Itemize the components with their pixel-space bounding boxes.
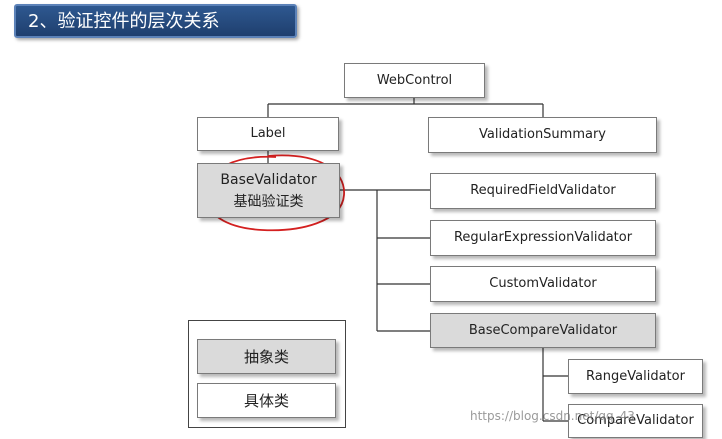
- node-comparevalidator: CompareValidator: [568, 404, 703, 438]
- node-validationsummary: ValidationSummary: [428, 117, 657, 153]
- page-title: 2、验证控件的层次关系: [28, 11, 220, 32]
- watermark-url: https://blog.csdn.net/qq_43: [470, 409, 635, 423]
- legend-abstract-class: 抽象类: [197, 339, 336, 374]
- title-bar: 2、验证控件的层次关系: [14, 4, 297, 38]
- node-basevalidator: BaseValidator 基础验证类: [197, 163, 340, 218]
- legend-concrete-class: 具体类: [197, 383, 336, 418]
- basevalidator-cn-label: 基础验证类: [233, 193, 304, 210]
- node-webcontrol: WebControl: [344, 63, 485, 98]
- node-regularexpressionvalidator: RegularExpressionValidator: [430, 220, 656, 256]
- node-label: Label: [197, 117, 339, 151]
- node-requiredfieldvalidator: RequiredFieldValidator: [430, 173, 656, 209]
- basevalidator-name: BaseValidator: [220, 171, 317, 188]
- node-basecomparevalidator: BaseCompareValidator: [430, 313, 656, 348]
- node-customvalidator: CustomValidator: [430, 266, 656, 302]
- node-rangevalidator: RangeValidator: [568, 359, 703, 394]
